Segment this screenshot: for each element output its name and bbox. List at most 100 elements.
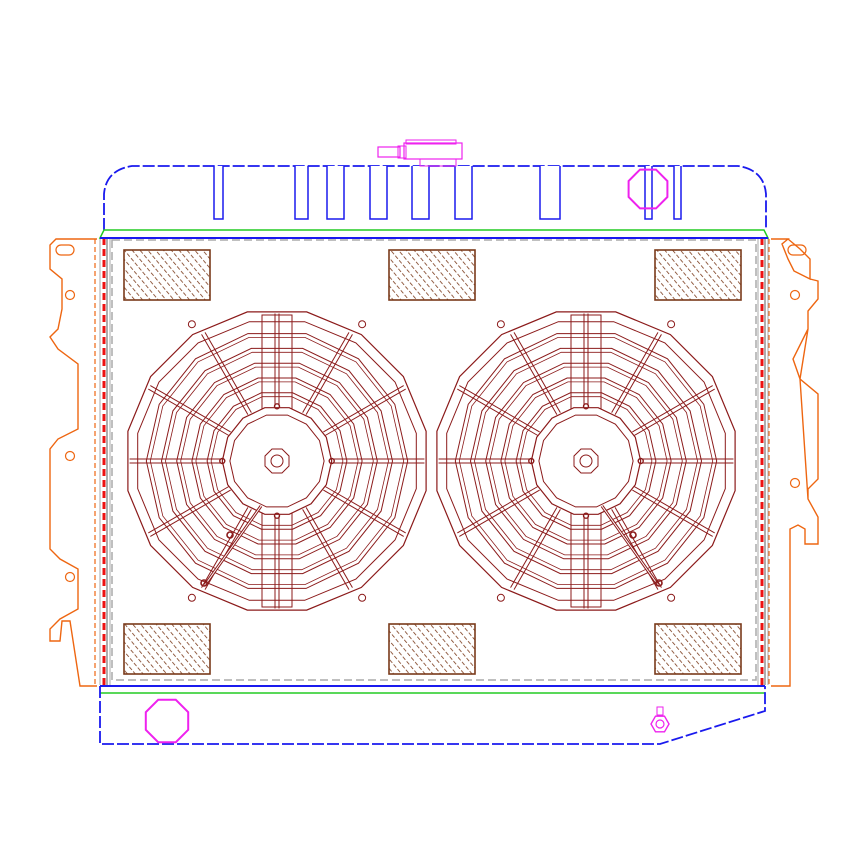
mounting-pad-6: [654, 623, 742, 675]
fan-left: [127, 311, 427, 611]
fan-guard-ring-1: [145, 333, 409, 589]
fan-guard-ring-2: [160, 347, 394, 575]
fan-guard-ring-inner-4: [195, 381, 359, 541]
side-mounting-brackets: [49, 238, 819, 687]
fan-guard-ring-inner-5: [519, 396, 653, 526]
fan-spoke: [510, 334, 558, 415]
radiator-cap-handle: [377, 146, 401, 158]
fan-mount-hole-1: [187, 320, 196, 329]
left-bracket-hole-1: [64, 289, 76, 301]
fan-guard-ring-inner-3: [489, 366, 683, 556]
radiator-cap-body: [403, 142, 463, 160]
mounting-pad-3: [654, 249, 742, 301]
top-tank-rib-2: [294, 166, 309, 220]
electric-fans: [127, 311, 736, 611]
bottom-tank-outline: [99, 686, 766, 745]
bottom-tank: [99, 685, 766, 745]
fan-spoke: [457, 486, 538, 534]
fan-wire-clip-2: [655, 579, 663, 587]
fan-shaft: [270, 454, 284, 468]
fittings: [144, 139, 670, 744]
fan-guard-ring-4: [191, 377, 363, 545]
fan-spoke: [459, 489, 540, 537]
fan-motor-bolt-1: [582, 403, 590, 410]
fan-spoke: [611, 332, 659, 413]
drain-petcock-center: [655, 719, 665, 729]
fan-hub-nut: [573, 448, 599, 474]
fan-motor-bolt-3: [273, 512, 281, 519]
drain-petcock-stem: [656, 706, 664, 716]
upper-hose-inlet: [627, 168, 669, 210]
top-tank-rib-7: [539, 166, 561, 220]
fan-wire-clip-1: [629, 531, 637, 539]
mounting-pad-2: [388, 249, 476, 301]
fan-spoke: [513, 509, 561, 590]
fan-spoke: [323, 385, 404, 433]
fan-wire-clip-2: [200, 579, 208, 587]
fan-wire-clip-1: [226, 531, 234, 539]
lower-hose-outlet: [144, 698, 190, 744]
fan-spoke: [632, 489, 713, 537]
core-outline: [111, 239, 757, 681]
fan-motor-bolt-1: [273, 403, 281, 410]
fan-shroud-inner: [137, 321, 417, 601]
fan-guard-ring-inner-2: [474, 351, 698, 571]
fan-hub-nut: [264, 448, 290, 474]
fan-shaft: [579, 454, 593, 468]
fan-guard-ring-inner-1: [458, 337, 714, 585]
fan-spoke: [325, 486, 406, 534]
fan-spoke: [150, 489, 231, 537]
fan-guard-ring-3: [176, 362, 378, 560]
fan-guard-ring-inner-2: [165, 351, 389, 571]
fan-motor-bolt-2: [637, 457, 644, 465]
fan-spoke: [325, 388, 406, 436]
fan-spoke: [459, 385, 540, 433]
fan-guard-ring-3: [485, 362, 687, 560]
fan-spoke: [201, 507, 249, 588]
radiator-filler-neck: [419, 158, 457, 167]
fan-wire-lead-core: [601, 505, 659, 586]
top-tank-rib-1: [213, 166, 224, 220]
right-bracket-hole-2: [789, 477, 801, 489]
fan-spoke: [148, 486, 229, 534]
fan-spoke: [302, 332, 350, 413]
fan-guard-ring-inner-1: [149, 337, 405, 585]
fan-guard-ring-inner-3: [180, 366, 374, 556]
fan-spoke: [305, 507, 353, 588]
fan-spoke: [513, 332, 561, 413]
fan-motor-bolt-4: [528, 457, 535, 465]
fan-spoke: [150, 385, 231, 433]
top-tank-rib-9: [673, 166, 682, 220]
fan-mount-hole-4: [667, 593, 676, 602]
top-tank-rib-3: [326, 166, 345, 220]
fan-spoke: [614, 334, 662, 415]
foam-mounting-pads: [123, 249, 742, 675]
top-tank-rib-5: [411, 166, 430, 220]
mounting-pad-1: [123, 249, 211, 301]
mounting-pad-4: [123, 623, 211, 675]
fan-guard-ring-5: [515, 392, 657, 530]
radiator-core: [99, 238, 769, 685]
fan-spoke: [201, 334, 249, 415]
left-bracket-outline: [49, 238, 97, 687]
mounting-pad-5: [388, 623, 476, 675]
fan-spoke: [614, 507, 662, 588]
fan-spoke: [323, 489, 404, 537]
fan-spoke: [204, 332, 252, 413]
fan-spoke: [632, 385, 713, 433]
fan-guard-ring-4: [500, 377, 672, 545]
fan-spoke: [305, 334, 353, 415]
top-tank-rib-6: [454, 166, 473, 220]
right-bracket-slot: [787, 244, 807, 256]
fan-motor-housing: [530, 407, 642, 515]
top-tank-rib-4: [369, 166, 388, 220]
radiator-cap-top: [405, 139, 457, 145]
fan-guard-ring-inner-5: [210, 396, 344, 526]
fan-mount-hole-2: [667, 320, 676, 329]
fan-right: [436, 311, 736, 611]
left-bracket-slot: [55, 244, 75, 256]
fan-motor-housing: [221, 407, 333, 515]
fan-motor-bolt-2: [328, 457, 335, 465]
left-bracket-hole-3: [64, 571, 76, 583]
